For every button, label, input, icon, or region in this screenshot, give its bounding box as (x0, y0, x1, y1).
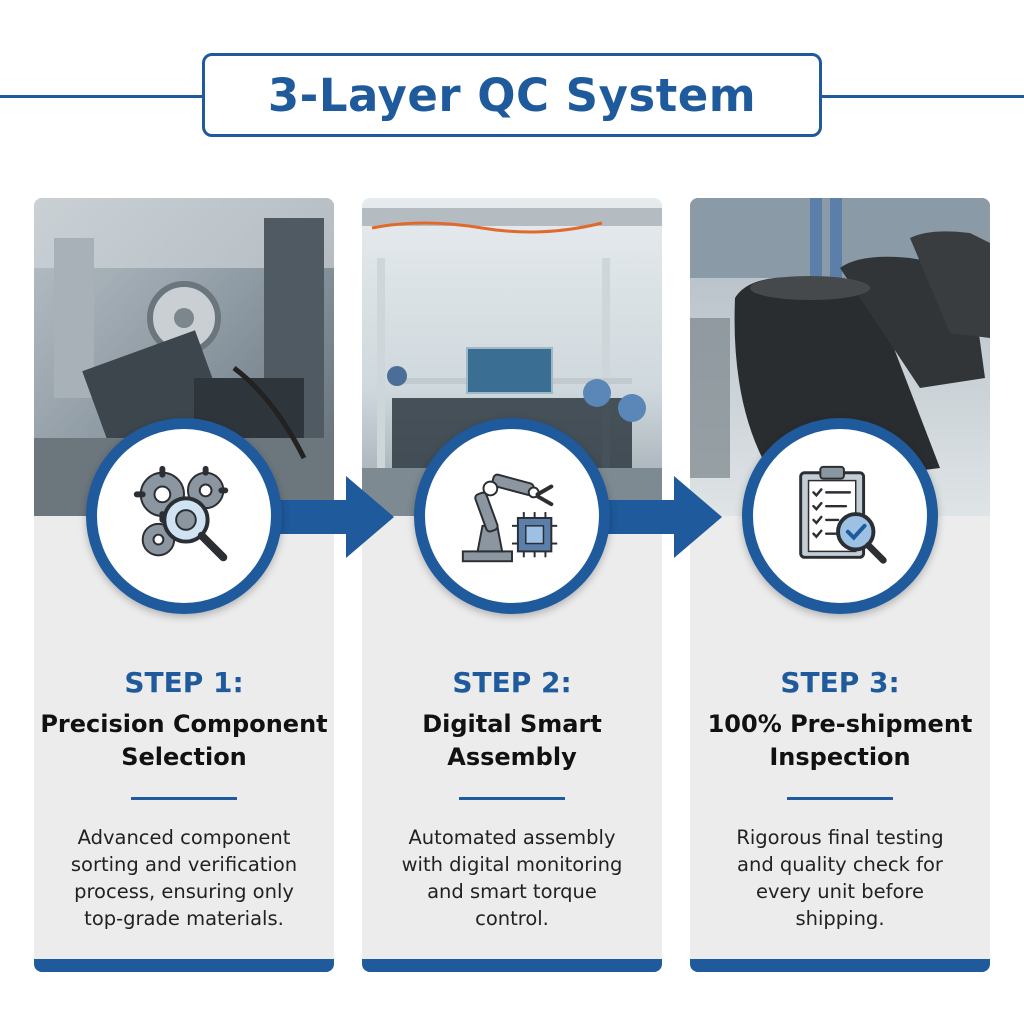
robot-arm-chip-icon (414, 418, 610, 614)
step-divider (131, 797, 237, 800)
arrow-right-icon (604, 476, 722, 558)
assembly-line-photo (362, 198, 662, 516)
card-bottom-bar (690, 959, 990, 972)
step-label: STEP 2: (452, 666, 572, 699)
card-bottom-bar (362, 959, 662, 972)
arrow-right-icon (276, 476, 394, 558)
step-title: Precision Component Selection (40, 710, 328, 771)
step-description: Automated assembly with digital monitori… (401, 826, 623, 930)
step-description: Advanced component sorting and verificat… (70, 826, 298, 930)
title-rule-right (820, 95, 1024, 98)
card-bottom-bar (34, 959, 334, 972)
step-label: STEP 1: (124, 666, 244, 699)
step-divider (787, 797, 893, 800)
title-box: 3-Layer QC System (202, 53, 822, 137)
step-label: STEP 3: (780, 666, 900, 699)
machinery-photo (34, 198, 334, 516)
page-title: 3-Layer QC System (267, 68, 757, 122)
clipboard-checkmark-icon (742, 418, 938, 614)
step-title: 100% Pre-shipment Inspection (707, 710, 973, 771)
title-rule-left (0, 95, 204, 98)
step-description: Rigorous final testing and quality check… (736, 826, 944, 930)
step-title: Digital Smart Assembly (422, 710, 602, 771)
step-card-1: STEP 1: Precision Component Selection Ad… (34, 198, 334, 972)
step-divider (459, 797, 565, 800)
step-card-3: STEP 3: 100% Pre-shipment Inspection Rig… (690, 198, 990, 972)
gears-magnifier-icon (86, 418, 282, 614)
